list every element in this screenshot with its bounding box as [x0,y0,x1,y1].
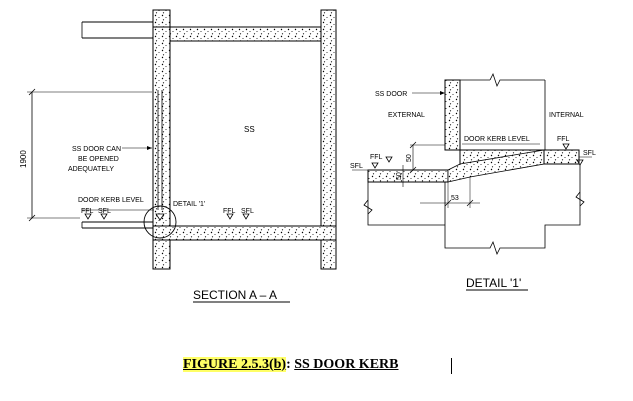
detail-kerb-level-label: DOOR KERB LEVEL [464,136,530,143]
caption-figure-code: FIGURE 2.5.3(b) [183,357,287,372]
dimension-1900: 1900 [19,150,28,168]
door-note-line-1: SS DOOR CAN [72,146,121,153]
section-a-a [27,9,337,303]
dim-50-upper: 50 [406,154,413,162]
detail-sfl-right: SFL [583,150,596,157]
engineering-drawing: SECTION A – A SS 1900 SS DOOR CAN BE OPE… [19,9,596,303]
detail-ffl-right: FFL [557,136,570,143]
ffl-label-right: FFL [223,208,236,215]
figure-caption: FIGURE 2.5.3(b): SS DOOR KERB [183,357,398,375]
floor-slab [152,225,337,241]
caption-separator: : [286,357,295,372]
room-label: SS [244,125,255,134]
detail-1 [352,72,592,291]
door-note-line-3: ADEQUATELY [68,166,114,173]
right-wall [320,9,337,270]
detail-sfl-left: SFL [350,163,363,170]
detail-title: DETAIL '1' [466,276,521,290]
roof-slab [152,26,337,42]
sfl-label-right: SFL [241,208,254,215]
ffl-label-left: FFL [81,208,94,215]
external-label: EXTERNAL [388,112,425,119]
internal-label: INTERNAL [549,112,584,119]
ss-door-label: SS DOOR [375,91,407,98]
door-kerb-level-label: DOOR KERB LEVEL [78,197,144,204]
dim-50-lower: 50 [396,172,403,180]
dim-53: 53 [451,195,459,202]
wall-stub [152,9,171,28]
door-note-line-2: BE OPENED [78,156,119,163]
detail-ref-label: DETAIL '1' [173,201,205,208]
detail-ffl-left: FFL [370,154,383,161]
section-title: SECTION A – A [193,288,277,302]
text-cursor [451,358,452,374]
detail-1-marker [143,205,177,239]
door-frame [444,79,461,151]
caption-figure-title: SS DOOR KERB [294,357,399,372]
sfl-label-left: SFL [98,208,111,215]
